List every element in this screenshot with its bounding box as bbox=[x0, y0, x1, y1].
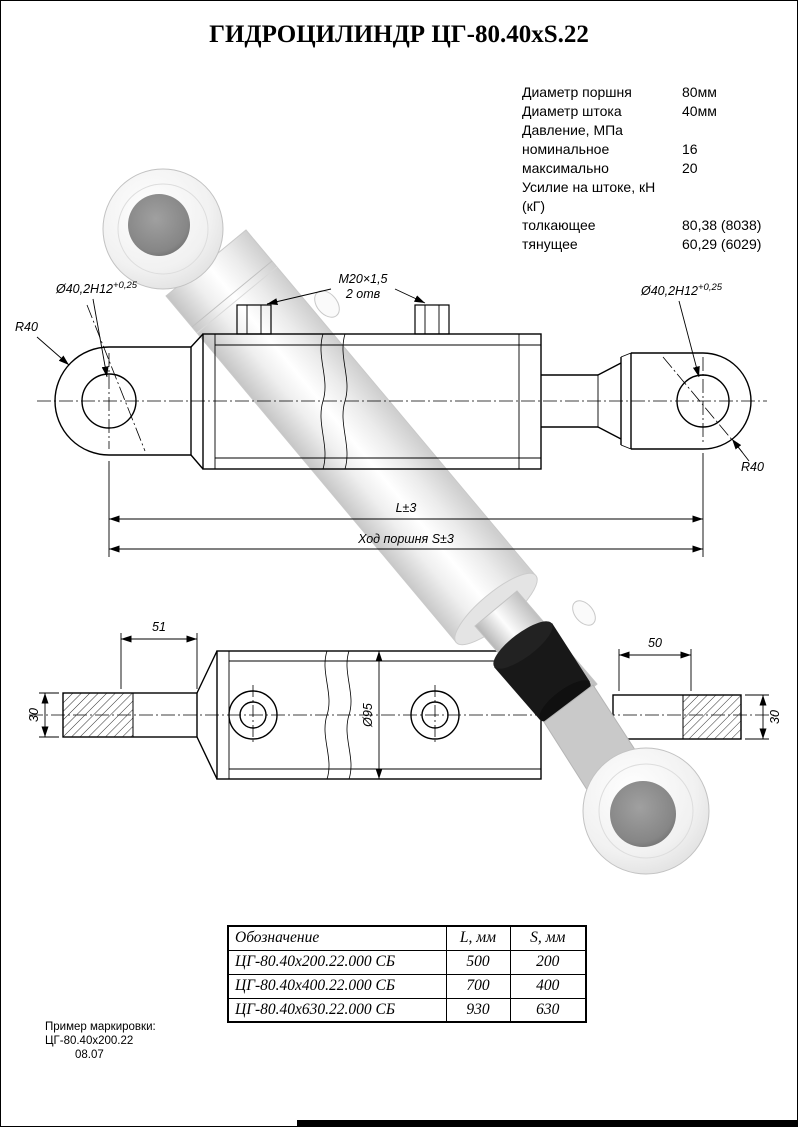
left-pin-section bbox=[62, 692, 134, 738]
dia-left-tolerance: +0,25 bbox=[113, 280, 138, 291]
spec-row: номинальное 16 bbox=[522, 140, 790, 159]
spec-row: тянущее 60,29 (6029) bbox=[522, 235, 790, 254]
render-eye-top-hole bbox=[128, 194, 190, 256]
designation-cell: ЦГ-80.40х400.22.000 СБ bbox=[227, 973, 447, 999]
cylinder-body bbox=[202, 333, 542, 470]
label-stroke-dim: Ход поршня S±3 bbox=[357, 532, 454, 546]
dia-right-tolerance: +0,25 bbox=[698, 282, 723, 293]
size-table: Обозначение L, мм S, мм ЦГ-80.40х200.22.… bbox=[227, 925, 587, 1023]
label-dim-50: 50 bbox=[648, 636, 662, 650]
length-cell: 700 bbox=[445, 973, 511, 999]
spec-value: 40мм bbox=[682, 103, 717, 119]
marking-value: ЦГ-80.40х200.22 bbox=[45, 1035, 134, 1047]
port-boss-left bbox=[236, 304, 272, 335]
label-dim-dia95: Ø95 bbox=[361, 703, 375, 728]
length-cell: 930 bbox=[445, 997, 511, 1023]
table-header-row: Обозначение L, мм S, мм bbox=[227, 925, 587, 951]
label-dia-left: Ø40,2H12+0,25 bbox=[55, 280, 138, 296]
spec-value: 80мм bbox=[682, 84, 717, 100]
render-port-boss bbox=[572, 600, 596, 626]
spec-value: 80,38 (8038) bbox=[682, 217, 762, 233]
stroke-cell: 400 bbox=[509, 973, 587, 999]
specs-panel: Диаметр поршня 80мм Диаметр штока 40мм Дав… bbox=[522, 83, 790, 254]
spec-label: Усилие на штоке, кН (кГ) bbox=[522, 179, 656, 214]
dimensions-length: L±3 Ход поршня S±3 bbox=[108, 453, 704, 557]
label-thread-count: 2 отв bbox=[345, 287, 381, 301]
designation-cell: ЦГ-80.40х630.22.000 СБ bbox=[227, 997, 447, 1023]
spec-label: тянущее bbox=[522, 236, 578, 252]
side-view bbox=[37, 304, 767, 470]
right-pin-section bbox=[682, 694, 742, 740]
label-dim-51: 51 bbox=[152, 620, 166, 634]
table-header-length: L, мм bbox=[445, 925, 511, 951]
spec-label: максимально bbox=[522, 160, 609, 176]
label-length-dim: L±3 bbox=[396, 501, 417, 515]
render-3d-cylinder bbox=[102, 168, 537, 643]
dia-right-value: Ø40,2H12 bbox=[640, 284, 698, 298]
dia-left-value: Ø40,2H12 bbox=[55, 282, 113, 296]
spec-label: Диаметр штока bbox=[522, 103, 622, 119]
spec-row: Диаметр поршня 80мм bbox=[522, 83, 790, 102]
spec-row: толкающее 80,38 (8038) bbox=[522, 216, 790, 235]
length-cell: 500 bbox=[445, 949, 511, 975]
spec-value: 16 bbox=[682, 141, 698, 157]
annotations: Ø40,2H12+0,25 R40 M20×1,5 2 отв Ø40,2H12… bbox=[15, 272, 764, 474]
spec-label: номинальное bbox=[522, 141, 610, 157]
break-line bbox=[324, 650, 330, 780]
table-header-designation: Обозначение bbox=[227, 925, 447, 951]
spec-row: максимально 20 bbox=[522, 159, 790, 178]
stroke-cell: 200 bbox=[509, 949, 587, 975]
break-line bbox=[320, 333, 326, 470]
label-r40-left: R40 bbox=[15, 320, 38, 334]
sheet-bottom-border bbox=[297, 1120, 797, 1126]
table-header-stroke: S, мм bbox=[509, 925, 587, 951]
spec-label: Диаметр поршня bbox=[522, 84, 632, 100]
spec-label: Давление, МПа bbox=[522, 122, 623, 138]
marking-label: Пример маркировки: bbox=[45, 1021, 156, 1033]
break-line bbox=[342, 333, 348, 470]
label-dim-30-left: 30 bbox=[27, 708, 41, 722]
render-eye-bottom-hole bbox=[610, 781, 676, 847]
render-3d-rod-end bbox=[454, 572, 710, 875]
designation-cell: ЦГ-80.40х200.22.000 СБ bbox=[227, 949, 447, 975]
spec-value: 20 bbox=[682, 160, 698, 176]
spec-row: Давление, МПа bbox=[522, 121, 790, 140]
left-eye-outline bbox=[54, 346, 191, 456]
spec-row: Усилие на штоке, кН (кГ) bbox=[522, 178, 790, 216]
table-row: ЦГ-80.40х630.22.000 СБ 930 630 bbox=[227, 997, 587, 1023]
spec-row: Диаметр штока 40мм bbox=[522, 102, 790, 121]
label-dia-right: Ø40,2H12+0,25 bbox=[640, 282, 723, 298]
label-thread: M20×1,5 bbox=[339, 272, 388, 286]
dimensions-bottom: 51 30 Ø95 50 30 bbox=[27, 620, 782, 779]
table-row: ЦГ-80.40х400.22.000 СБ 700 400 bbox=[227, 973, 587, 999]
page-title: ГИДРОЦИЛИНДР ЦГ-80.40xS.22 bbox=[209, 21, 589, 48]
marking-date: 08.07 bbox=[75, 1049, 104, 1061]
break-line bbox=[346, 650, 352, 780]
spec-label: толкающее bbox=[522, 217, 596, 233]
stroke-cell: 630 bbox=[509, 997, 587, 1023]
label-dim-30-right: 30 bbox=[768, 710, 782, 724]
spec-value: 60,29 (6029) bbox=[682, 236, 762, 252]
right-eye-outline bbox=[631, 352, 752, 450]
marking-note: Пример маркировки: ЦГ-80.40х200.22 08.07 bbox=[45, 1020, 156, 1062]
label-r40-right: R40 bbox=[741, 460, 764, 474]
port-boss-right bbox=[414, 304, 450, 335]
table-row: ЦГ-80.40х200.22.000 СБ 500 200 bbox=[227, 949, 587, 975]
